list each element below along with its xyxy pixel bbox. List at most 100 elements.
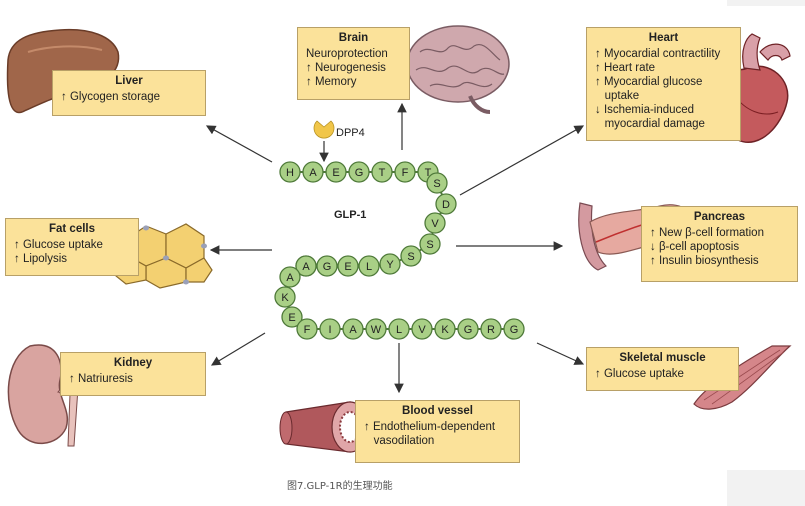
amino-acid-bead [281,306,303,328]
skeletal-muscle-box: Skeletal muscle ↑ Glucose uptake [586,347,739,391]
amino-acid-letter: E [288,312,295,324]
amino-acid-letter: R [487,324,495,336]
skeletal-muscle-title: Skeletal muscle [619,352,706,364]
amino-acid-bead [411,318,433,340]
amino-acid-letter: K [441,324,449,336]
amino-acid-letter: A [302,261,310,273]
amino-acid-letter: H [286,167,294,179]
amino-acid-bead [358,255,380,277]
amino-acid-bead [302,161,324,183]
amino-acid-bead [348,161,370,183]
amino-acid-bead [424,212,446,234]
amino-acid-bead [295,255,317,277]
pancreas-line-3: ↑ Insulin biosynthesis [650,255,759,267]
amino-acid-bead [379,253,401,275]
arrow-to-heart [459,125,585,196]
figure-caption: 图7.GLP-1R的生理功能 [287,481,393,492]
amino-acid-letter: G [355,167,364,179]
amino-acid-bead [325,161,347,183]
kidney-box: Kidney ↑ Natriuresis [60,352,206,396]
amino-acid-bead [365,318,387,340]
heart-line-6: myocardial damage [595,118,705,130]
amino-acid-letter: Y [386,259,394,271]
amino-acid-letter: T [425,167,432,179]
peptide-backbone [283,171,514,330]
amino-acid-letter: W [371,324,382,336]
heart-line-5: ↓ Ischemia-induced [595,104,695,116]
amino-acid-letter: I [328,324,331,336]
arrow-to-muscle [536,342,585,365]
amino-acid-bead [342,318,364,340]
amino-acid-letter: T [379,167,386,179]
amino-acid-bead [371,161,393,183]
amino-acid-letter: A [286,272,294,284]
heart-line-1: ↑ Myocardial contractility [595,48,721,60]
blood-vessel-line-1: ↑ Endothelium-dependent [364,421,496,433]
amino-acid-bead [480,318,502,340]
brain-title: Brain [338,32,369,44]
amino-acid-letter: G [510,324,519,336]
heart-line-3: ↑ Myocardial glucose [595,76,703,88]
brain-line-2: ↑ Neurogenesis [306,62,386,74]
liver-box: Liver ↑ Glycogen storage [52,70,206,116]
amino-acid-bead [274,286,296,308]
amino-acid-letter: E [332,167,339,179]
pancreas-box: Pancreas ↑ New β-cell formation ↓ β-cell… [641,206,798,282]
amino-acid-letter: L [366,261,372,273]
brain-line-1: Neuroprotection [306,48,388,60]
amino-acid-bead [388,318,410,340]
amino-acid-letter: V [418,324,426,336]
corner-shade-bottom [727,470,805,506]
amino-acid-bead [279,161,301,183]
amino-acid-bead [419,233,441,255]
amino-acid-letter: F [402,167,409,179]
amino-acid-bead [400,245,422,267]
glp1-peptide-chain: HAEGTFTSDVSSYLEGQAAKEFIAWLVKGRG [274,161,525,340]
corner-shade-top [727,0,805,6]
amino-acid-letter: S [426,239,433,251]
amino-acid-bead [316,255,338,277]
pancreas-line-1: ↑ New β-cell formation [650,227,764,239]
amino-acid-bead [434,318,456,340]
kidney-line-1: ↑ Natriuresis [69,373,133,385]
amino-acid-bead [435,193,457,215]
liver-line-1: ↑ Glycogen storage [61,91,161,103]
amino-acid-letter: F [304,324,311,336]
amino-acid-letter: G [464,324,473,336]
dpp4-label: DPP4 [336,127,365,139]
amino-acid-bead [279,266,301,288]
heart-box: Heart ↑ Myocardial contractility ↑ Heart… [586,27,741,141]
amino-acid-bead [457,318,479,340]
amino-acid-bead [394,161,416,183]
heart-line-2: ↑ Heart rate [595,62,656,74]
amino-acid-bead [296,318,318,340]
fat-cells-line-1: ↑ Glucose uptake [14,239,103,251]
pancreas-title: Pancreas [693,211,746,223]
amino-acid-letter: S [407,251,414,263]
amino-acid-letter: V [431,218,439,230]
amino-acid-letter: D [442,199,450,211]
kidney-title: Kidney [113,357,153,369]
amino-acid-letter: S [433,178,440,190]
fat-cells-box: Fat cells ↑ Glucose uptake ↑ Lipolysis [5,218,139,276]
pancreas-line-2: ↓ β-cell apoptosis [650,241,740,253]
brain-icon [406,25,510,114]
fat-cells-title: Fat cells [48,223,96,235]
amino-acid-bead [337,255,359,277]
skeletal-muscle-line-1: ↑ Glucose uptake [595,368,684,380]
blood-vessel-title: Blood vessel [402,405,473,417]
brain-line-3: ↑ Memory [306,76,357,88]
arrow-to-liver [205,125,273,163]
amino-acid-letter: A [349,324,357,336]
blood-vessel-line-2: vasodilation [364,435,435,447]
blood-vessel-box: Blood vessel ↑ Endothelium-dependent vas… [355,400,520,463]
arrow-to-kidney [210,332,266,366]
heart-title: Heart [648,32,679,44]
amino-acid-bead [319,318,341,340]
liver-title: Liver [115,75,143,87]
heart-line-4: uptake [595,90,640,102]
amino-acid-bead [426,172,448,194]
glp1-label: GLP-1 [334,209,367,221]
brain-box: Brain Neuroprotection ↑ Neurogenesis ↑ M… [297,27,410,100]
